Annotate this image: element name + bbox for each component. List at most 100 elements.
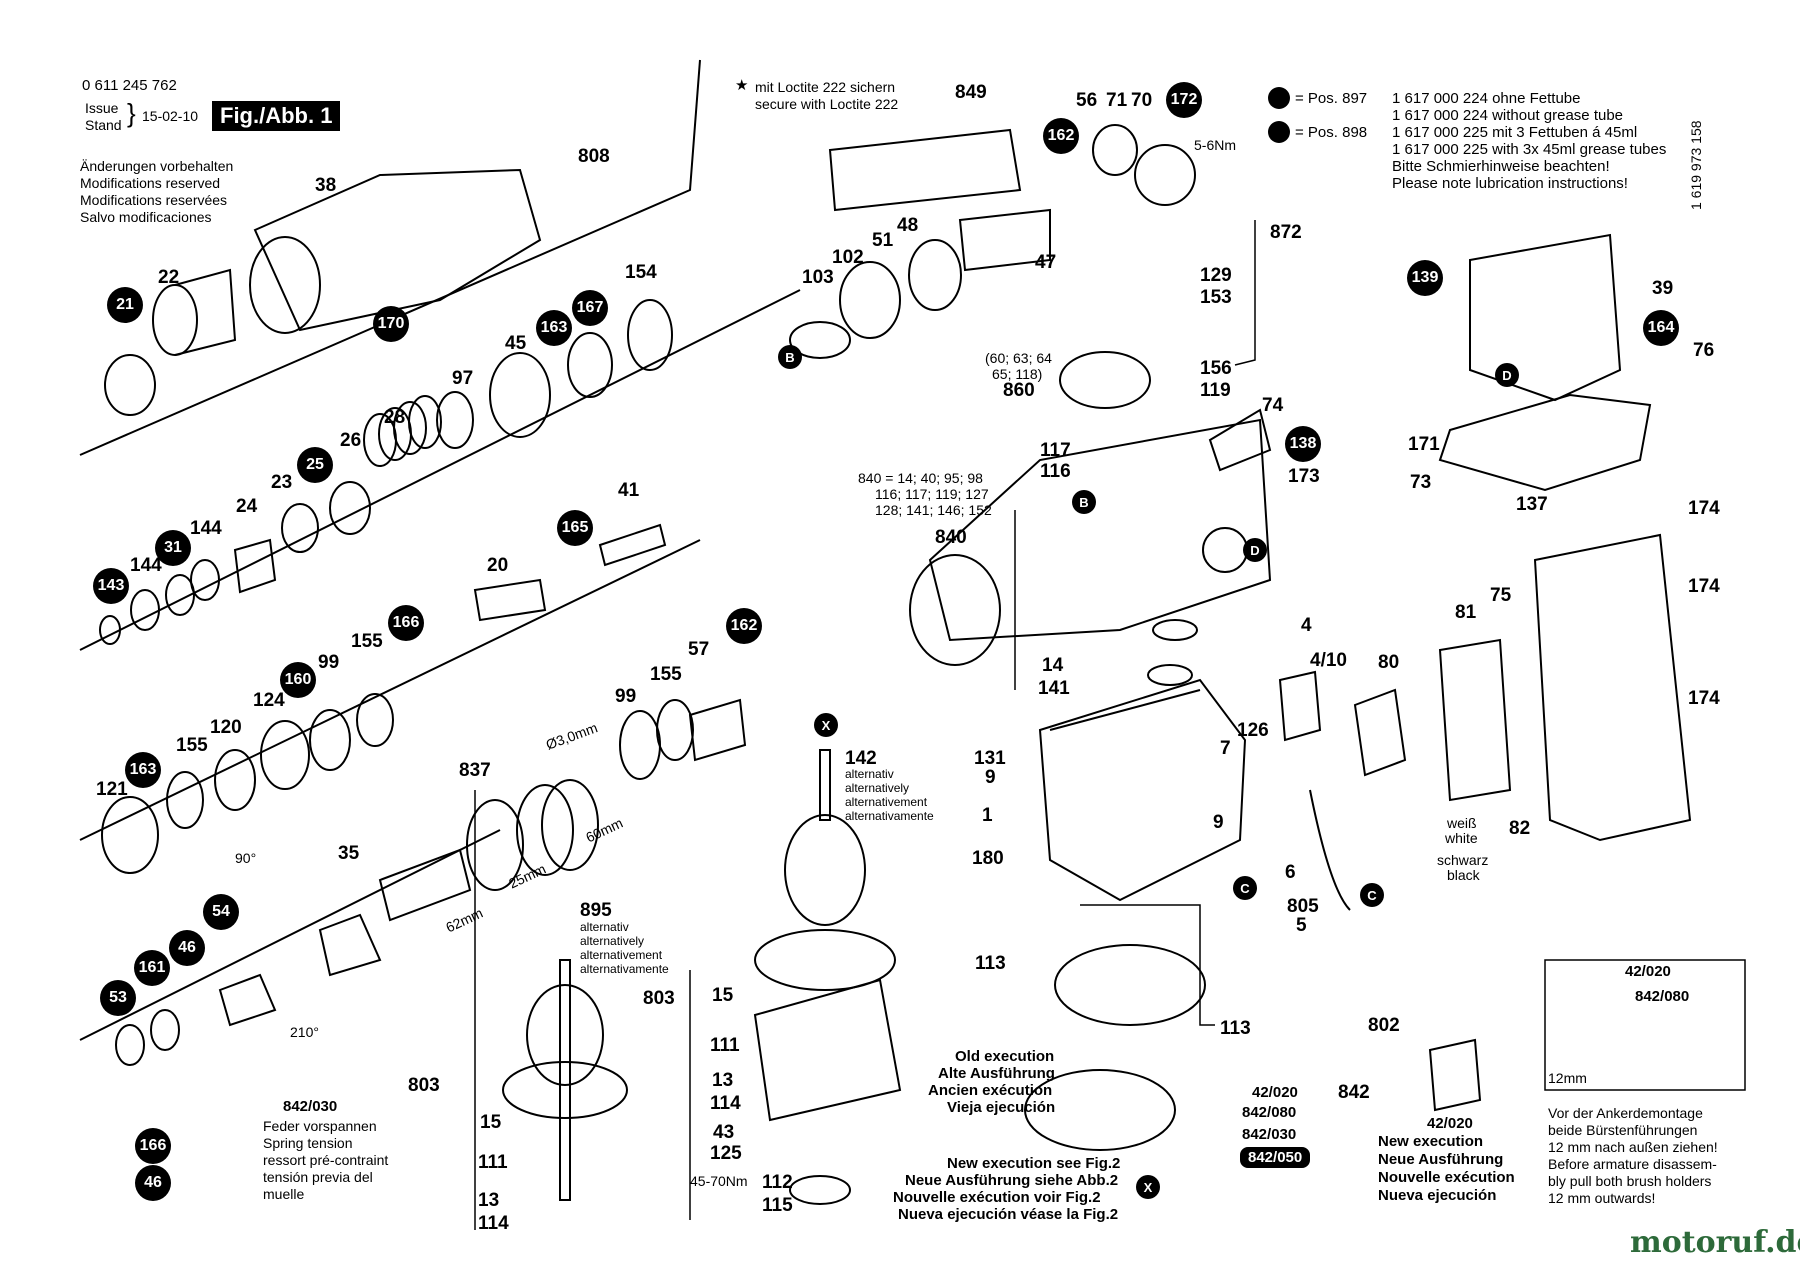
alternative-note: alternatively: [580, 934, 645, 948]
part-label: 47: [1035, 252, 1057, 273]
loctite-en: secure with Loctite 222: [755, 96, 899, 112]
ref-badge-c: C: [1233, 876, 1257, 900]
part-label: 137: [1516, 494, 1548, 515]
grease-badge: 161: [134, 950, 170, 986]
grease-badge: 143: [93, 568, 129, 604]
part-label: 23: [271, 472, 293, 493]
new-execution-line: Nueva ejecución: [1378, 1187, 1497, 1204]
part-label: 155: [650, 664, 682, 685]
part-label: 112: [762, 1172, 793, 1193]
part-label: 153: [1200, 287, 1232, 308]
part-label: 24: [236, 496, 258, 517]
part-label: 124: [253, 690, 285, 711]
brush-note-line: bly pull both brush holders: [1548, 1173, 1712, 1189]
grease-badge: 164: [1643, 310, 1679, 346]
wire-color: black: [1447, 867, 1480, 883]
part-label: 803: [408, 1075, 440, 1096]
doc-code: 1 619 973 158: [1688, 120, 1704, 210]
code-label: 42/020: [1427, 1115, 1473, 1132]
spring-note: muelle: [263, 1186, 305, 1202]
old-execution-line: Vieja ejecución: [947, 1099, 1056, 1116]
ref-badge-x: X: [1136, 1175, 1160, 1199]
alternative-note: alternativement: [580, 948, 663, 962]
brace-icon: }: [127, 98, 136, 128]
grease-badge: 165: [557, 510, 593, 546]
alternative-note: alternatively: [845, 781, 910, 795]
gear-note: (60; 63; 64: [985, 350, 1052, 366]
issue-date: 15-02-10: [142, 108, 199, 124]
part-label: 125: [710, 1143, 742, 1164]
grease-badge: 167: [572, 290, 608, 326]
brush-note-line: beide Bürstenführungen: [1548, 1122, 1698, 1138]
code-label: 42/020: [1252, 1084, 1298, 1101]
part-label: 144: [190, 518, 222, 539]
brush-note-line: Vor der Ankerdemontage: [1548, 1105, 1703, 1121]
spring-note: Feder vorspannen: [263, 1118, 377, 1134]
grease-badge: 139: [1407, 260, 1443, 296]
brush-note-line: 12 mm outwards!: [1548, 1190, 1656, 1206]
torque-top: 5-6Nm: [1194, 137, 1237, 153]
grease-badge: 53: [100, 980, 136, 1016]
part-label: 9: [985, 767, 996, 788]
part-label: 70: [1131, 90, 1153, 111]
part-label: 28: [384, 407, 406, 428]
part-label: 111: [478, 1152, 508, 1173]
code-label: 842/080: [1635, 988, 1690, 1005]
part-label: 174: [1688, 576, 1720, 597]
spring-note: ressort pré-contraint: [263, 1152, 389, 1168]
part-label: 4/10: [1310, 650, 1347, 671]
set-840-line: 128; 141; 146; 152: [875, 502, 992, 518]
part-label: 849: [955, 82, 987, 103]
part-label: 120: [210, 717, 242, 738]
part-label: 45: [505, 333, 527, 354]
spring-note: tensión previa del: [263, 1169, 373, 1185]
grease-dot-icon: [1268, 87, 1290, 109]
changes-reserved-es: Salvo modificaciones: [80, 209, 212, 225]
grease-badge: 54: [203, 894, 239, 930]
part-label: 872: [1270, 222, 1302, 243]
part-label: 5: [1296, 915, 1307, 936]
part-label: 81: [1455, 602, 1477, 623]
part-label: 35: [338, 843, 360, 864]
set-840-line: 116; 117; 119; 127: [875, 486, 989, 502]
gear-note: 65; 118): [992, 366, 1043, 382]
part-label: 102: [832, 247, 864, 268]
part-label: 76: [1693, 340, 1715, 361]
wire-color: weiß: [1447, 815, 1477, 831]
grease-badge: 46: [169, 930, 205, 966]
part-label: 57: [688, 639, 710, 660]
part-label: 111: [710, 1035, 740, 1056]
part-label: 119: [1200, 380, 1231, 401]
part-label: 6: [1285, 862, 1296, 883]
part-label: 808: [578, 146, 610, 167]
grease-badge: 46: [135, 1165, 171, 1201]
part-label: 71: [1106, 90, 1128, 111]
set-840-line: 840 = 14; 40; 95; 98: [858, 470, 983, 486]
brush-note-line: 12 mm nach außen ziehen!: [1548, 1139, 1718, 1155]
grease-badge: 163: [125, 752, 161, 788]
stand-label: Stand: [85, 117, 122, 133]
part-label: 14: [1042, 655, 1064, 676]
part-label: 155: [176, 735, 208, 756]
grease-badge: 170: [373, 306, 409, 342]
part-label: 80: [1378, 652, 1400, 673]
wire-color: schwarz: [1437, 852, 1489, 868]
part-label: 121: [96, 779, 128, 800]
part-label: 41: [618, 480, 640, 501]
part-label: 129: [1200, 265, 1232, 286]
part-label: 99: [615, 686, 637, 707]
alternative-note: alternativamente: [580, 962, 669, 976]
new-execution-line: Nouvelle exécution: [1378, 1169, 1515, 1186]
alternative-note: alternativ: [580, 920, 629, 934]
grease-badge: 160: [280, 662, 316, 698]
lubrication-line: Please note lubrication instructions!: [1392, 175, 1628, 192]
lubrication-line: 1 617 000 225 mit 3 Fettuben á 45ml: [1392, 124, 1638, 141]
loctite-de: mit Loctite 222 sichern: [755, 79, 896, 95]
wire-color: white: [1445, 830, 1478, 846]
changes-reserved-de: Änderungen vorbehalten: [80, 158, 234, 174]
part-label: 13: [478, 1190, 500, 1211]
grease-badge: 163: [536, 310, 572, 346]
spring-code: 842/030: [283, 1098, 338, 1115]
changes-reserved-en: Modifications reserved: [80, 175, 221, 191]
